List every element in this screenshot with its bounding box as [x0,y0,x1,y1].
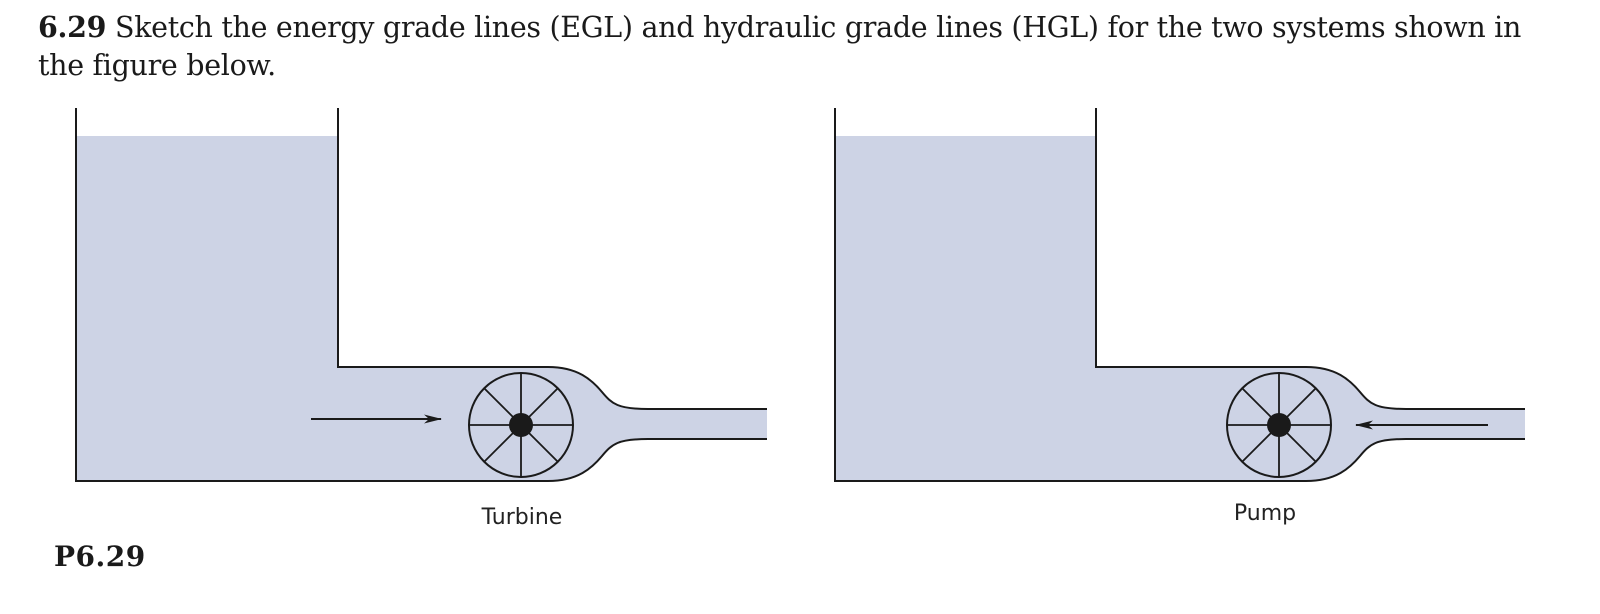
pump-system-outline [834,108,1525,482]
figure-label: P6.29 [54,540,146,573]
pump-impeller [1226,372,1332,478]
turbine-label: Turbine [481,505,563,530]
problem-number: 6.29 [38,10,107,44]
pump-system: Pump [834,108,1525,526]
turbine-wheel [468,372,574,478]
problem-text: Sketch the energy grade lines (EGL) and … [38,11,1522,82]
turbine-system: Turbine [75,108,767,530]
turbine-system-water [76,136,767,481]
pump-label: Pump [1234,501,1296,526]
problem-statement: 6.29 Sketch the energy grade lines (EGL)… [38,8,1568,85]
turbine-system-outline [75,108,767,482]
pump-system-water [835,136,1525,481]
